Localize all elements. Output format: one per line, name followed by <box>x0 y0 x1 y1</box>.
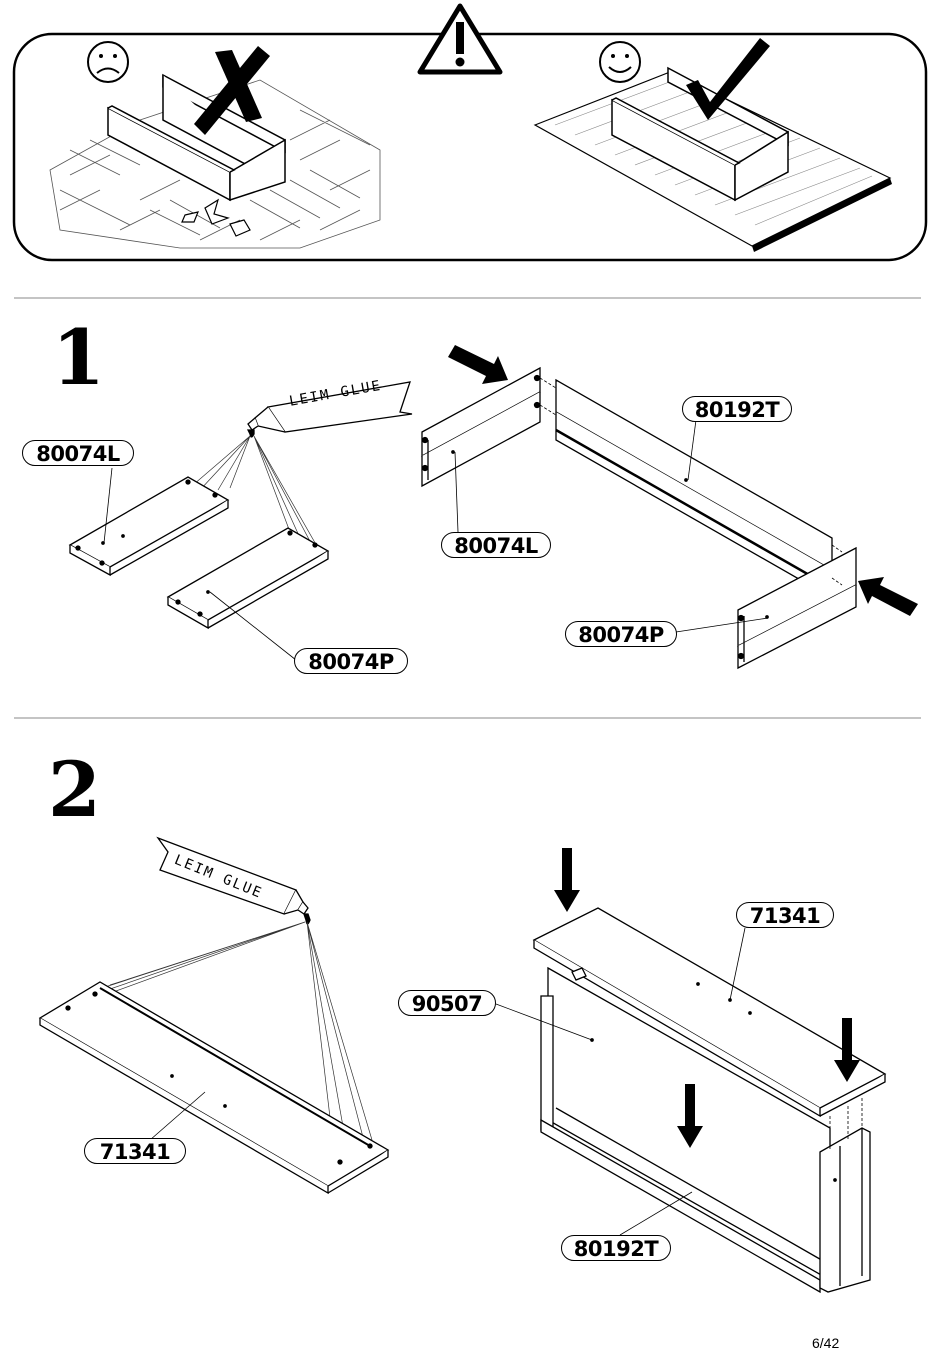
part-label-80074P-right: 80074P <box>565 621 677 647</box>
part-label-80192T: 80192T <box>682 396 792 422</box>
check-mark-icon <box>686 38 770 120</box>
part-label-80074L-right: 80074L <box>441 532 551 558</box>
step1-drawing <box>68 366 857 670</box>
part-label-80074P-left: 80074P <box>294 648 408 674</box>
down-arrow-icon-2 <box>834 1018 860 1082</box>
sad-face-icon <box>87 41 129 83</box>
page-number: 6/42 <box>812 1335 840 1351</box>
part-label-71341-right: 71341 <box>736 902 834 928</box>
warning-icon <box>417 3 503 75</box>
part-label-80074L-left: 80074L <box>22 440 134 466</box>
part-label-80192T-bottom: 80192T <box>561 1235 671 1261</box>
push-arrow-icon-1 <box>448 345 508 384</box>
warning-panel <box>12 3 928 262</box>
step-2-number: 2 <box>48 745 101 834</box>
part-label-90507: 90507 <box>398 990 496 1016</box>
glue-tube-1 <box>246 381 413 438</box>
damage-splinters <box>181 198 251 237</box>
down-arrow-icon-3 <box>677 1084 703 1148</box>
step-1-number: 1 <box>52 313 105 402</box>
smiley-face-icon <box>599 41 641 83</box>
drawer-box-wrong <box>107 73 286 202</box>
down-arrow-icon-1 <box>554 848 580 912</box>
glue-tube-2 <box>156 836 311 925</box>
push-arrow-icon-2 <box>858 577 918 616</box>
cross-mark-icon <box>194 46 270 135</box>
part-label-71341-left: 71341 <box>84 1138 186 1164</box>
step2-drawing <box>38 836 887 1294</box>
